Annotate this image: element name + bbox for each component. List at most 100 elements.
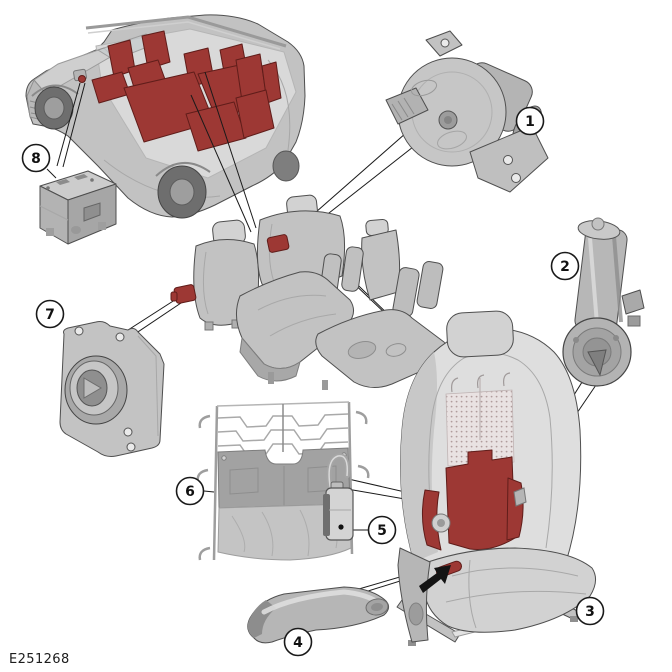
motor-connector — [385, 87, 429, 125]
component-1-recliner-motor — [385, 30, 549, 193]
callout-8-number: 8 — [31, 151, 41, 167]
motor-top-mount-hole — [440, 38, 450, 48]
switch7-ear-hole-2 — [115, 332, 125, 342]
callout-1: 1 — [515, 106, 545, 136]
rear-left-wheel-hub — [169, 178, 195, 206]
motor2-side-block — [627, 315, 641, 327]
seatback-b-seam — [268, 223, 275, 283]
module8-foot-2 — [98, 222, 106, 230]
callout-8-circle — [21, 143, 51, 173]
callout-6-circle — [175, 476, 205, 506]
front-left-wheel-hub — [43, 96, 65, 120]
callout-2-number: 2 — [560, 259, 570, 275]
seat-lumbar-side-right — [506, 477, 524, 541]
vehicle-overview-illustration — [25, 14, 306, 219]
armrest-top-sheen — [261, 589, 382, 615]
seat-lumbar-panel-highlight — [445, 449, 516, 550]
module8-top-slot-2 — [74, 174, 88, 180]
component-2-vertical-motor — [562, 217, 645, 387]
bench-cushion-2-recess-2 — [385, 343, 407, 357]
module8-top-pin-1 — [46, 186, 50, 190]
module8-oval-detail — [71, 226, 81, 234]
callouts: 1 2 3 4 5 6 7 8 — [21, 106, 605, 657]
panel6-left-rail — [212, 405, 219, 561]
motor-emboss-2 — [437, 130, 467, 150]
callout-3-circle — [575, 596, 605, 626]
bench-cushion-2-recess — [347, 341, 377, 359]
switch7-tab-hole-2 — [126, 442, 136, 452]
component-5-lumbar-module — [323, 453, 354, 541]
motor2-bolt-2 — [613, 335, 619, 341]
front-seat-back-right — [141, 30, 171, 70]
callout-5: 5 — [367, 515, 397, 545]
callout-6-number: 6 — [185, 484, 195, 500]
seatback-d2 — [341, 246, 364, 292]
motor-bottom-hole-1 — [503, 155, 513, 165]
vehicle-roof-rail-inner — [87, 21, 281, 50]
leader-line-vehicle-to-seat-group-a — [204, 71, 257, 229]
seatback-a-foot-1 — [204, 321, 214, 331]
bench-leg-2 — [322, 380, 328, 390]
valance-switch-arrow — [419, 565, 451, 593]
figure-code: E251268 — [9, 652, 70, 667]
rear-right-wheel — [272, 150, 300, 182]
seatback-b-motor-highlight — [266, 234, 290, 253]
third-row-cushion-left — [185, 101, 247, 152]
component-4-armrest — [247, 586, 390, 644]
motor-connector-ribs — [391, 97, 415, 121]
module8-connector — [83, 202, 101, 222]
panel6-lower-panel — [217, 503, 352, 561]
motor-bottom-hole-2 — [511, 173, 521, 183]
panel6-hook-left-3 — [198, 546, 211, 561]
callout-6: 6 — [175, 476, 205, 506]
component-7-seat-switch — [59, 321, 165, 457]
third-row-cushion-right — [235, 89, 275, 139]
motor2-shade — [612, 235, 623, 323]
callout-8-connector — [46, 168, 57, 179]
motor2-bolt-1 — [573, 337, 579, 343]
callout-3-number: 3 — [585, 604, 595, 620]
callout-4-number: 4 — [293, 635, 303, 651]
seatback-c — [361, 229, 401, 301]
seat-lumbar-side-left — [421, 489, 442, 551]
vehicle-roof-rail — [85, 15, 287, 48]
callout-4: 4 — [283, 627, 313, 657]
seatback-e2 — [416, 261, 444, 309]
seatback-a-motor-tab — [170, 291, 178, 302]
panel6-hook-right-1 — [355, 410, 368, 425]
module8-front-seam — [39, 205, 69, 221]
panel6-hook-left-1 — [198, 414, 211, 429]
seat-rail-foot-1 — [408, 640, 416, 646]
seatback-a-seam — [202, 251, 209, 315]
panel6-screw-1 — [221, 455, 227, 461]
seat-cushion — [423, 547, 596, 633]
bench-cushion-1-skirt — [239, 336, 301, 382]
callout-7-number: 7 — [45, 307, 55, 323]
callout-8: 8 — [21, 143, 51, 173]
callout-5-number: 5 — [377, 523, 387, 539]
leader-line-switch-to-component-8-b — [62, 82, 86, 168]
seat-cushion-seam-2 — [445, 590, 587, 603]
seat-valance-recess — [408, 602, 424, 626]
bench-leg-1 — [268, 372, 274, 384]
motor2-top-dome — [591, 217, 605, 231]
seat-valance — [397, 547, 431, 643]
seat-cushion-seam-1 — [451, 567, 579, 577]
panel6-lower-seams — [231, 507, 338, 557]
motor-center-boss-inner — [444, 116, 452, 124]
motor2-gearbox-cone — [587, 349, 607, 377]
switch7-tab-hole-1 — [123, 427, 133, 437]
seat-headrest — [446, 310, 514, 358]
front-wheel-arch — [31, 84, 79, 97]
callout-2: 2 — [550, 251, 580, 281]
switch7-edge-seam — [137, 335, 159, 437]
seat-rail-foot-2 — [570, 616, 578, 622]
module5-body — [325, 487, 354, 541]
leader-line-switch-to-component-8-a — [56, 82, 81, 167]
module8-foot-1 — [46, 228, 54, 236]
module5-dot — [338, 524, 344, 530]
callout-3: 3 — [575, 596, 605, 626]
callout-6-connector — [203, 490, 215, 493]
rear-wheel-arch — [155, 161, 211, 177]
